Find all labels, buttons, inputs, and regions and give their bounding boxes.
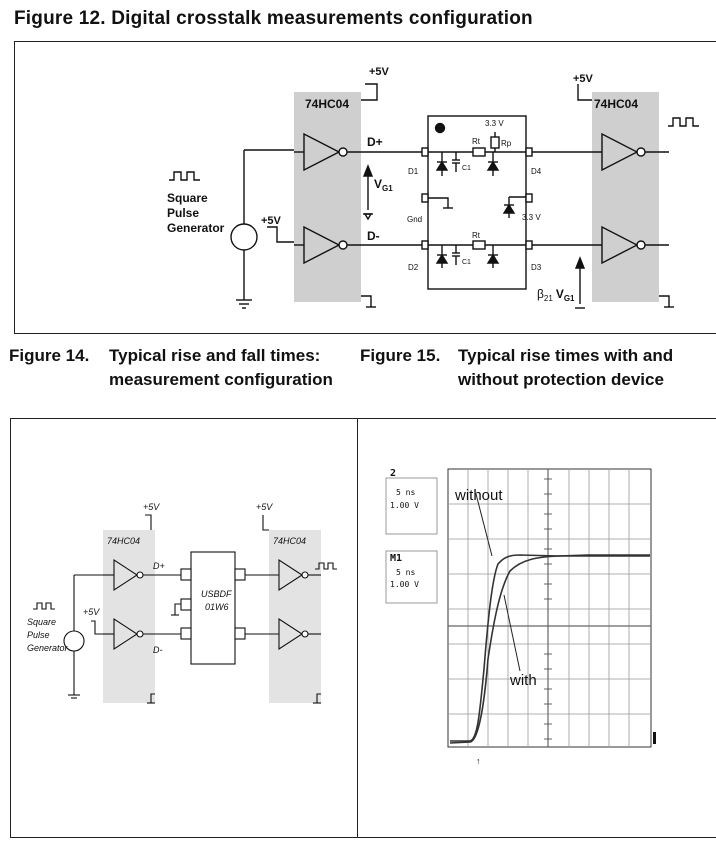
resistor-label: Rt bbox=[472, 137, 481, 146]
vg1-label: VG1 bbox=[374, 177, 393, 193]
ic-left-body bbox=[103, 530, 155, 703]
figure-12-title: Figure 12. Digital crosstalk measurement… bbox=[14, 8, 533, 29]
m1-time: 5 ns bbox=[396, 568, 415, 577]
supply-label: +5V bbox=[143, 502, 160, 512]
trace-with bbox=[449, 555, 650, 744]
signal-label: D+ bbox=[153, 561, 165, 571]
trace-without bbox=[450, 554, 650, 742]
ic-label: 74HC04 bbox=[273, 536, 306, 546]
generator-label-2: Pulse bbox=[167, 206, 199, 220]
figure-14-title-line1: Typical rise and fall times: bbox=[109, 346, 321, 365]
pin-label: D3 bbox=[531, 263, 542, 272]
generator-symbol bbox=[230, 223, 258, 251]
resistor-label: Rt bbox=[472, 231, 481, 240]
ic-label: 74HC04 bbox=[594, 97, 638, 111]
label-without: without bbox=[454, 487, 503, 504]
supply-label: +5V bbox=[573, 73, 594, 85]
figure-15-number: Figure 15. bbox=[360, 346, 441, 365]
square-pulse-icon bbox=[315, 562, 337, 570]
figure-15-title-line1: Typical rise times with and bbox=[458, 346, 674, 365]
figure-15-scope: ↑ 2 5 ns 1.00 V M1 5 ns 1.00 V without w… bbox=[385, 468, 656, 766]
ch2-id: 2 bbox=[390, 468, 396, 479]
ground-marker bbox=[653, 732, 656, 744]
chip-label-1: USBDF bbox=[201, 589, 232, 599]
supply-label: +5V bbox=[369, 66, 390, 78]
generator-label-3: Generator bbox=[167, 221, 225, 235]
capacitor-label: C1 bbox=[462, 259, 471, 266]
figure-14-schematic: +5V 74HC04 D+ D- +5V Square Pulse Genera… bbox=[27, 502, 337, 704]
figure-12-schematic: +5V 74HC04 D+ D- VG1 Square Pulse Genera… bbox=[167, 66, 699, 309]
square-pulse-icon bbox=[169, 171, 200, 181]
ic-label: 74HC04 bbox=[107, 536, 140, 546]
pin-label: D2 bbox=[408, 263, 419, 272]
signal-label: D- bbox=[367, 229, 380, 243]
figure-15-panel: ↑ 2 5 ns 1.00 V M1 5 ns 1.00 V without w… bbox=[357, 418, 716, 838]
figure-14-panel: +5V 74HC04 D+ D- +5V Square Pulse Genera… bbox=[10, 418, 359, 838]
generator-label-1: Square bbox=[27, 617, 56, 627]
pin-label: Gnd bbox=[407, 215, 422, 224]
ic-left-body bbox=[294, 92, 361, 302]
voltage-label: 3.3 V bbox=[522, 213, 541, 222]
generator-label-1: Square bbox=[167, 191, 208, 205]
ic-right-body bbox=[592, 92, 659, 302]
figure-15-title-line2: without protection device bbox=[458, 370, 664, 389]
square-pulse-icon bbox=[668, 117, 699, 127]
resistor-label: Rp bbox=[501, 139, 512, 148]
ch2-time: 5 ns bbox=[396, 488, 415, 497]
pin-label: D1 bbox=[408, 167, 419, 176]
signal-label: D- bbox=[153, 645, 163, 655]
generator-label-3: Generator bbox=[27, 643, 69, 653]
ch2-volt: 1.00 V bbox=[390, 501, 419, 510]
ic-label: 74HC04 bbox=[305, 97, 349, 111]
label-with: with bbox=[509, 672, 537, 689]
supply-label: +5V bbox=[256, 502, 273, 512]
signal-label: D+ bbox=[367, 135, 383, 149]
pin-label: D4 bbox=[531, 167, 542, 176]
supply-label: +5V bbox=[83, 607, 100, 617]
m1-volt: 1.00 V bbox=[390, 580, 419, 589]
voltage-label: 3.3 V bbox=[485, 119, 504, 128]
figure-14-number: Figure 14. bbox=[9, 346, 90, 365]
square-pulse-icon bbox=[33, 602, 55, 610]
figure-14-title-line2: measurement configuration bbox=[109, 370, 333, 389]
capacitor-label: C1 bbox=[462, 165, 471, 172]
supply-label: +5V bbox=[261, 215, 282, 227]
figure-12-panel: +5V 74HC04 D+ D- VG1 Square Pulse Genera… bbox=[14, 41, 716, 334]
generator-label-2: Pulse bbox=[27, 630, 50, 640]
trigger-marker: ↑ bbox=[476, 756, 481, 766]
ic-right-body bbox=[269, 530, 321, 703]
m1-id: M1 bbox=[390, 553, 402, 564]
scope-grid bbox=[447, 468, 652, 748]
figure-15-title: Figure 15. Typical rise times with and wi… bbox=[360, 344, 716, 392]
figure-14-title: Figure 14. Typical rise and fall times: m… bbox=[9, 344, 359, 392]
chip-label-2: 01W6 bbox=[205, 602, 229, 612]
